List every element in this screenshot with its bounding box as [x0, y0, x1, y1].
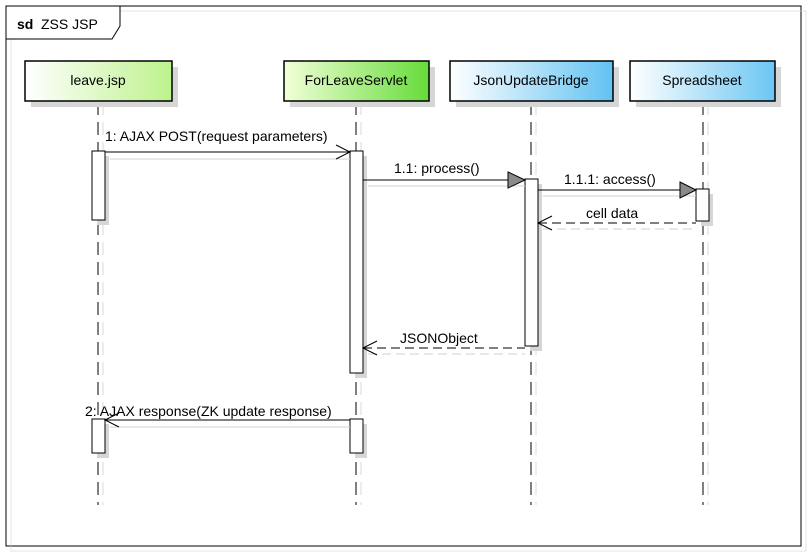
- lifeline-servlet-label: ForLeaveServlet: [305, 72, 408, 88]
- activation-bridge-1: [524, 178, 539, 347]
- lifeline-bridge-label: JsonUpdateBridge: [473, 72, 588, 88]
- lifeline-bridge[interactable]: JsonUpdateBridge: [449, 60, 619, 107]
- message-4[interactable]: cell data: [536, 205, 696, 231]
- lifeline-leave-label: leave.jsp: [70, 72, 125, 88]
- message-1[interactable]: 1: AJAX POST(request parameters): [105, 128, 352, 160]
- message-3[interactable]: 1.1.1: access(): [538, 171, 698, 199]
- message-5-label: JSONObject: [400, 330, 478, 346]
- lifeline-leave[interactable]: leave.jsp: [24, 60, 178, 107]
- frame-keyword: sd: [17, 16, 33, 32]
- activation-servlet-2: [349, 418, 364, 454]
- lifeline-sheet-label: Spreadsheet: [662, 72, 742, 88]
- lifeline-servlet[interactable]: ForLeaveServlet: [283, 60, 435, 107]
- message-5[interactable]: JSONObject: [361, 330, 525, 356]
- message-3-label: 1.1.1: access(): [564, 171, 656, 187]
- message-2[interactable]: 1.1: process(): [363, 160, 527, 189]
- activation-sheet-1: [695, 188, 710, 222]
- message-6-label: 2: AJAX response(ZK update response): [85, 403, 332, 419]
- message-6[interactable]: 2: AJAX response(ZK update response): [85, 403, 350, 428]
- activation-leave-2: [91, 418, 106, 454]
- message-2-label: 1.1: process(): [394, 160, 480, 176]
- activation-servlet-1: [349, 150, 364, 374]
- lifeline-sheet[interactable]: Spreadsheet: [629, 60, 781, 107]
- activation-bars: [91, 150, 713, 458]
- diagram-frame: sd ZSS JSP: [5, 5, 807, 552]
- activation-leave-1: [91, 150, 106, 221]
- frame-title: ZSS JSP: [41, 16, 98, 32]
- message-4-label: cell data: [586, 205, 638, 221]
- message-1-label: 1: AJAX POST(request parameters): [105, 128, 328, 144]
